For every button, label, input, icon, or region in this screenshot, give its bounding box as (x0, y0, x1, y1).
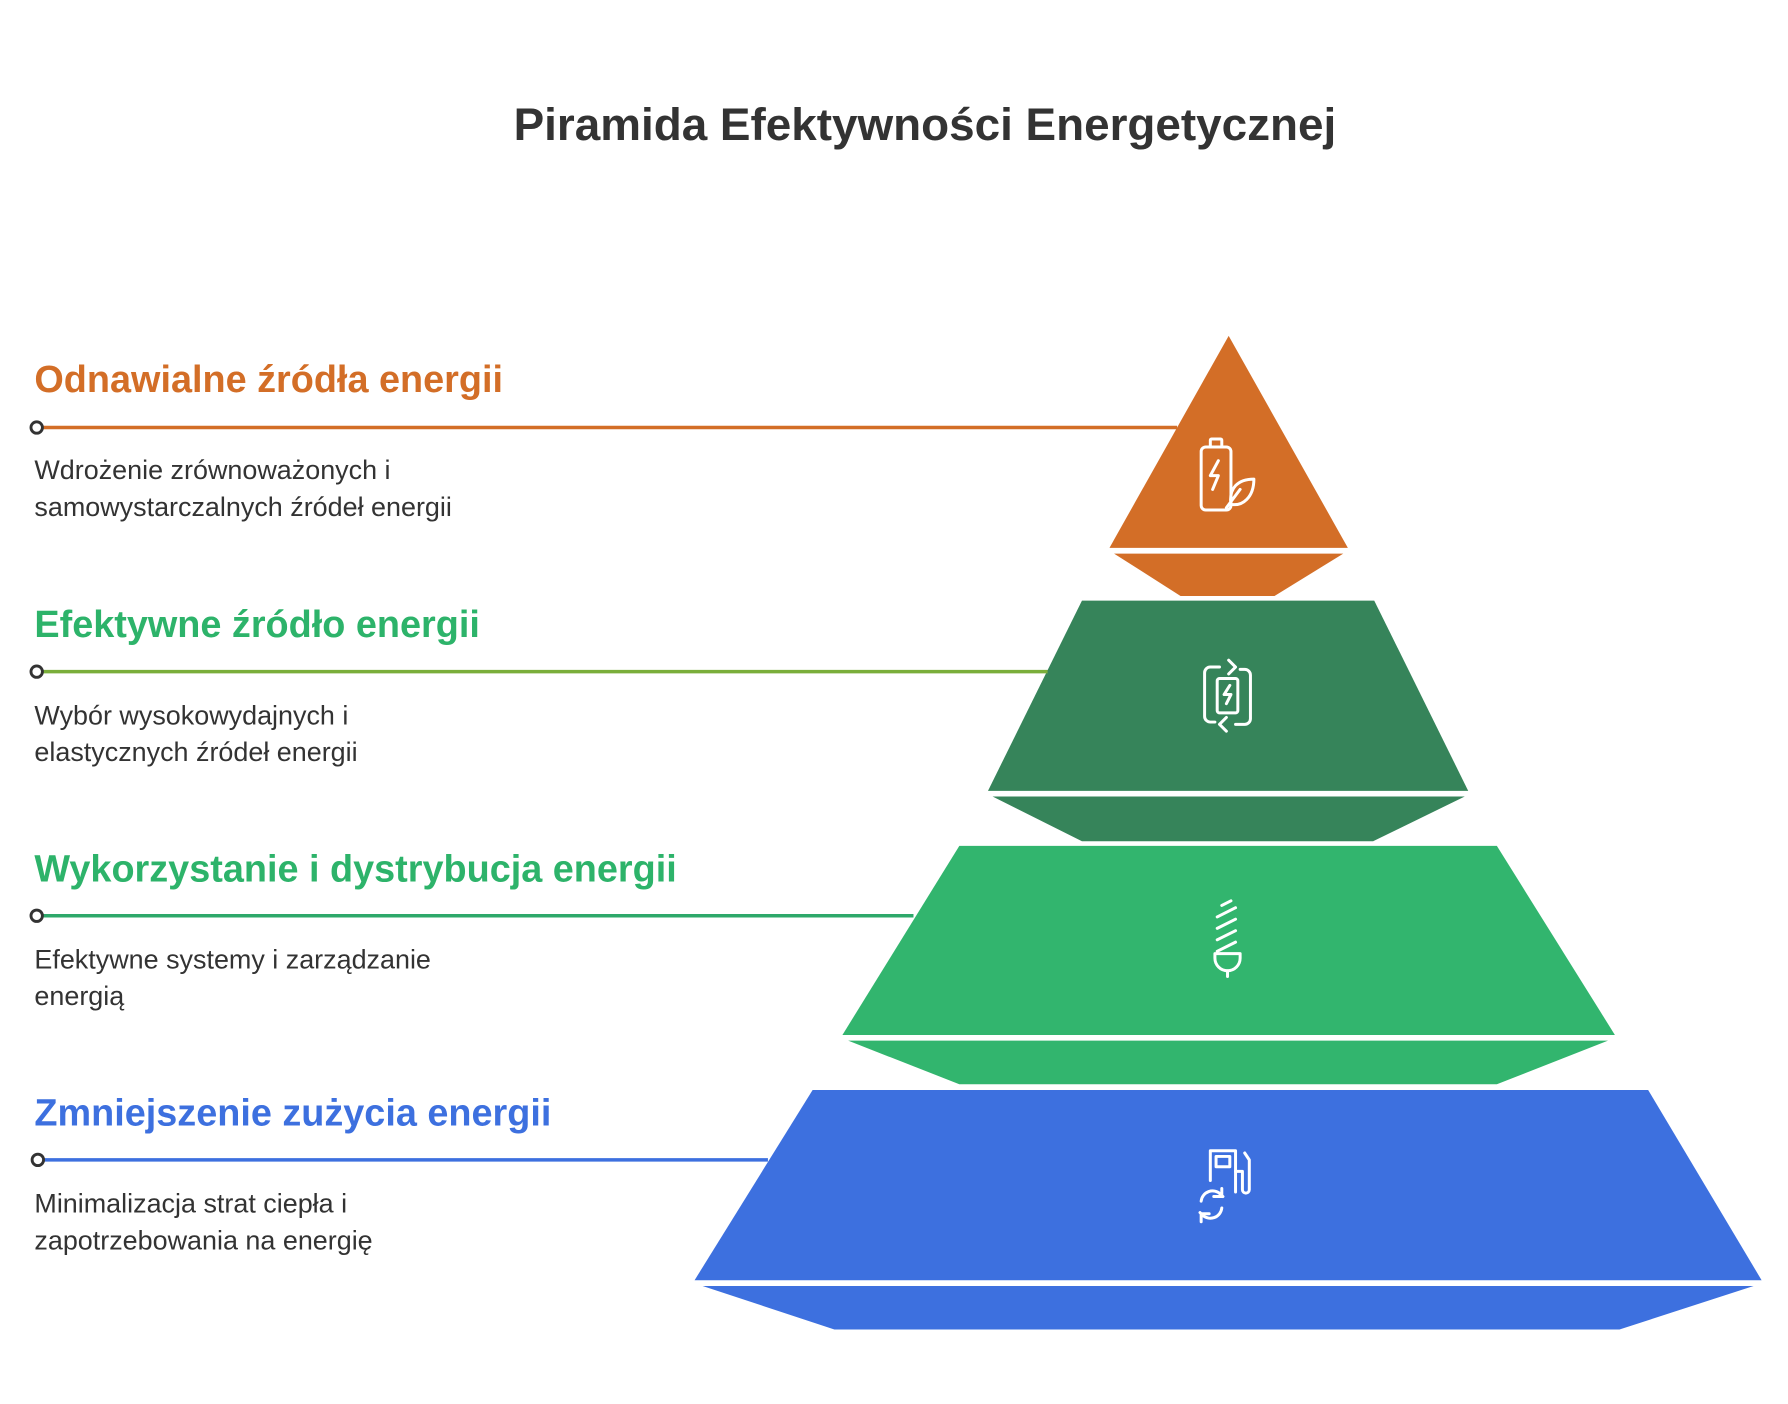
tier-3-base-shape (848, 1040, 1609, 1085)
tier-3-connector-dot (29, 908, 44, 923)
fuel-pump-recycle-icon (1198, 1149, 1251, 1224)
tier-2-base-shape (992, 796, 1465, 842)
tier-1: Odnawialne źródła energii Wdrożenie zrów… (29, 335, 1348, 596)
battery-leaf-icon (1199, 437, 1256, 512)
tier-4-base-shape (702, 1285, 1754, 1330)
tier-4-heading: Zmniejszenie zużycia energii (34, 1092, 551, 1134)
page-title: Piramida Efektywności Energetycznej (514, 99, 1337, 150)
battery-cycle-icon (1203, 658, 1252, 733)
tier-3: Wykorzystanie i dystrybucja energii Efek… (29, 845, 1615, 1085)
tier-2-description-line-1: Wybór wysokowydajnych i (34, 700, 348, 730)
tier-2-heading: Efektywne źródło energii (34, 604, 479, 646)
tier-4-description-line-2: zapotrzebowania na energię (34, 1225, 372, 1255)
tier-1-description-line-1: Wdrożenie zrównoważonych i (34, 455, 390, 485)
tier-1-heading: Odnawialne źródła energii (34, 359, 503, 401)
tier-1-description-line-2: samowystarczalnych źródeł energii (34, 492, 451, 522)
tier-2-connector-dot (29, 664, 44, 679)
tier-1-base-shape (1114, 553, 1344, 596)
tier-4-connector-dot (30, 1152, 46, 1168)
tier-1-connector-dot (29, 420, 44, 435)
tier-3-description-line-2: energią (34, 981, 124, 1011)
tier-2-description-line-2: elastycznych źródeł energii (34, 737, 357, 767)
tier-4-top-shape (694, 1089, 1762, 1281)
tier-3-top-shape (842, 845, 1615, 1035)
tier-4-description-line-1: Minimalizacja strat ciepła i (34, 1189, 347, 1219)
coil-plug-icon (1213, 899, 1242, 978)
tier-3-heading: Wykorzystanie i dystrybucja energii (34, 848, 676, 890)
tier-2: Efektywne źródło energii Wybór wysokowyd… (29, 600, 1469, 842)
tier-1-top-shape (1109, 335, 1348, 548)
tier-4: Zmniejszenie zużycia energii Minimalizac… (30, 1089, 1762, 1330)
tier-3-description-line-1: Efektywne systemy i zarządzanie (34, 944, 431, 974)
